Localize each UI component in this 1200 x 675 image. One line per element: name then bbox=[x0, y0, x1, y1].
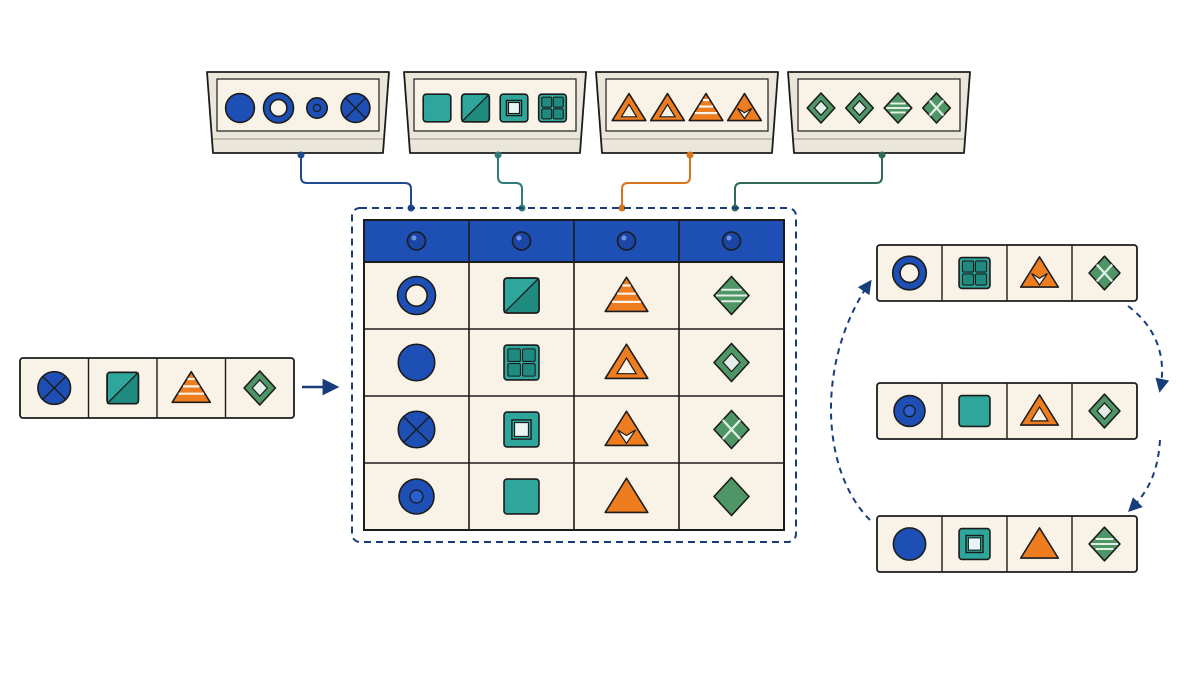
triangle-solid-icon bbox=[604, 477, 649, 514]
circle-ring-icon bbox=[396, 275, 437, 316]
header-knob bbox=[721, 231, 742, 251]
header-knob-highlight bbox=[411, 235, 417, 241]
diamond-cross-icon bbox=[921, 92, 952, 124]
tray-squares bbox=[403, 71, 587, 159]
square-diagonal-icon bbox=[460, 93, 491, 123]
triangle-notch-icon bbox=[604, 410, 649, 447]
triangle-notch-icon bbox=[1019, 256, 1060, 288]
circle-ring-icon bbox=[891, 255, 928, 291]
connector-line bbox=[497, 155, 523, 208]
square-diagonal-icon bbox=[106, 371, 140, 405]
circle-solid-icon bbox=[397, 343, 436, 382]
square-diagonal-icon bbox=[503, 277, 540, 314]
header-knob-highlight bbox=[726, 235, 732, 241]
output-strip-1 bbox=[876, 244, 1138, 302]
diamond-cross-icon bbox=[713, 409, 750, 450]
triangle-stripes-icon bbox=[688, 92, 724, 122]
tray-triangles bbox=[595, 71, 779, 159]
sorting-grid bbox=[351, 207, 797, 543]
cycle-arrow-3 bbox=[830, 279, 872, 521]
square-frame-icon bbox=[503, 411, 540, 448]
header-knob bbox=[616, 231, 637, 251]
diamond-hollow-icon bbox=[1088, 393, 1121, 429]
square-frame-icon bbox=[499, 93, 529, 123]
circle-dot-icon bbox=[893, 394, 926, 428]
connector-dot bbox=[494, 151, 502, 159]
triangle-stripes-icon bbox=[171, 370, 212, 404]
connectors bbox=[300, 155, 883, 212]
square-solid-icon bbox=[958, 394, 991, 428]
square-grid-icon bbox=[537, 93, 568, 123]
connector-dot bbox=[686, 151, 694, 159]
connector-line bbox=[734, 155, 883, 208]
circle-small-icon bbox=[305, 97, 328, 120]
circle-cross-icon bbox=[397, 410, 436, 449]
circle-cross-icon bbox=[37, 370, 72, 406]
triangle-stripes-icon bbox=[604, 276, 649, 313]
input-strip-frame bbox=[19, 357, 295, 419]
grid-dashed-frame bbox=[351, 207, 797, 543]
triangle-solid-icon bbox=[1019, 527, 1060, 559]
circle-cross-icon bbox=[340, 92, 371, 124]
diamond-stripes-icon bbox=[883, 92, 913, 124]
triangle-hollow-icon bbox=[611, 92, 647, 122]
header-knob-highlight bbox=[621, 235, 627, 241]
connector-line bbox=[300, 155, 412, 208]
circle-dot-icon bbox=[398, 478, 435, 515]
tray-diamonds bbox=[787, 71, 971, 159]
diamond-stripes-icon bbox=[713, 275, 750, 316]
triangle-hollow-icon bbox=[604, 343, 649, 380]
connector-dot bbox=[297, 151, 305, 159]
header-knob-highlight bbox=[516, 235, 522, 241]
output-strip-3 bbox=[876, 515, 1138, 573]
diamond-hollow-icon bbox=[806, 92, 836, 124]
connector-line bbox=[621, 155, 691, 208]
connector-dot bbox=[618, 204, 626, 212]
square-solid-icon bbox=[422, 93, 452, 123]
square-grid-icon bbox=[958, 256, 991, 290]
square-frame-icon bbox=[958, 527, 991, 561]
triangle-notch-icon bbox=[726, 92, 763, 122]
header-knob bbox=[406, 231, 427, 251]
square-solid-icon bbox=[503, 478, 540, 515]
square-grid-icon bbox=[503, 344, 540, 381]
triangle-hollow-icon bbox=[1019, 394, 1060, 426]
triangle-hollow-icon bbox=[649, 92, 686, 122]
diamond-hollow-icon bbox=[844, 92, 875, 124]
cycle-arrow-1 bbox=[1127, 305, 1170, 393]
trays bbox=[206, 71, 971, 159]
diamond-stripes-icon bbox=[1088, 526, 1121, 562]
circle-ring-icon bbox=[262, 92, 295, 124]
header-knob bbox=[511, 231, 532, 251]
circle-solid-icon bbox=[892, 527, 927, 561]
output-strip-2 bbox=[876, 382, 1138, 440]
tray-circles bbox=[206, 71, 390, 159]
cycle-arrow-2 bbox=[1128, 439, 1161, 512]
diamond-hollow-icon bbox=[243, 370, 277, 406]
diamond-hollow-icon bbox=[713, 342, 750, 383]
diamond-cross-icon bbox=[1088, 255, 1121, 291]
connector-dot bbox=[878, 151, 886, 159]
circle-solid-icon bbox=[224, 92, 256, 124]
diamond-solid-icon bbox=[713, 476, 750, 517]
input-strip bbox=[19, 357, 340, 419]
output-strips bbox=[830, 244, 1170, 573]
